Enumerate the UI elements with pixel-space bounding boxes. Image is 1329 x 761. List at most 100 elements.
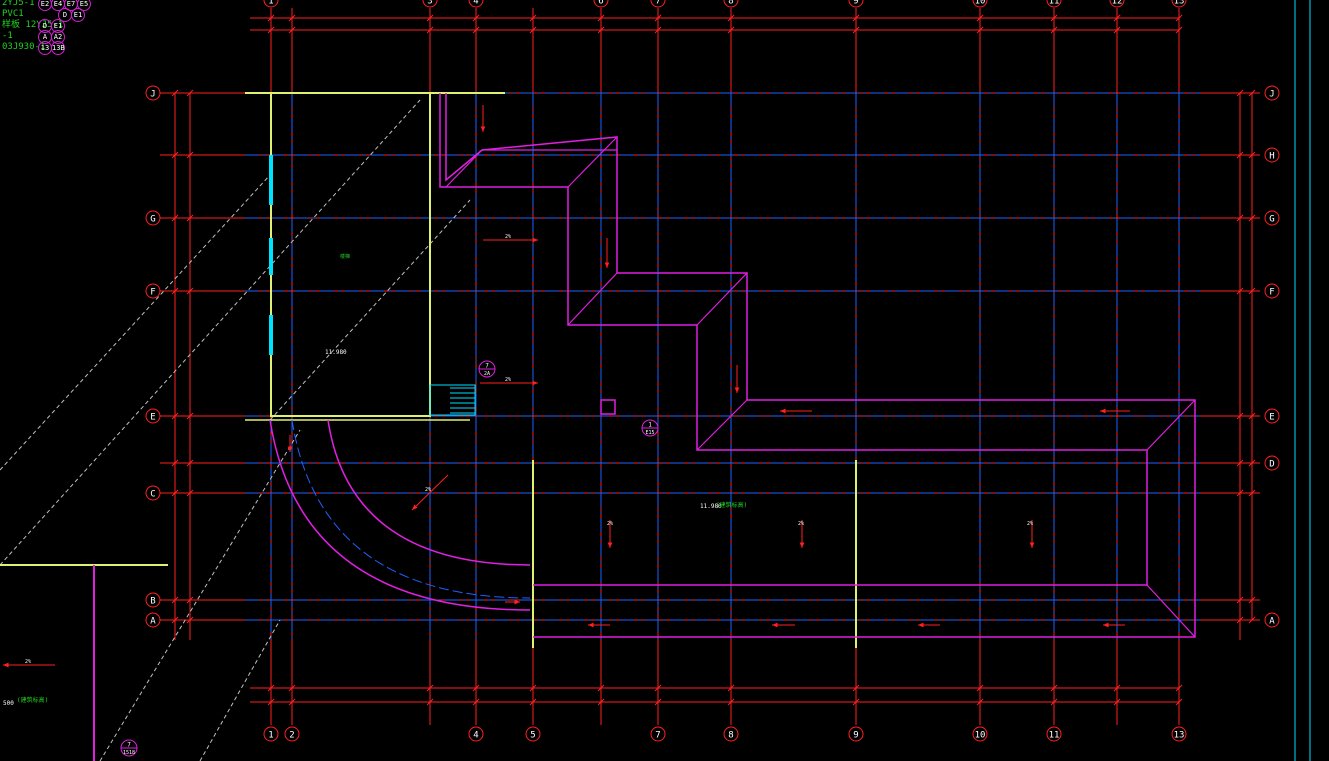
drain-arrow-head-6 bbox=[607, 542, 613, 548]
dim-tick bbox=[852, 698, 860, 706]
parapet-diag-6 bbox=[1146, 584, 1196, 638]
diag-line-3 bbox=[199, 619, 281, 761]
axis-bubble-label: 8 bbox=[728, 731, 733, 741]
axis-bubble-circle bbox=[723, 726, 739, 742]
dim-tick bbox=[976, 14, 984, 22]
axis-bubble-label: J bbox=[150, 90, 155, 100]
dim-tick bbox=[727, 26, 735, 34]
axis-bubble-bottom-9: 9 bbox=[848, 726, 864, 742]
dim-tick bbox=[852, 14, 860, 22]
axis-bubble-circle bbox=[650, 0, 666, 8]
dim-tick bbox=[597, 14, 605, 22]
axis-bubble-label: 10 bbox=[975, 0, 986, 7]
dim-tick bbox=[171, 287, 179, 295]
dim-tick bbox=[1050, 26, 1058, 34]
axis-bubble-circle bbox=[468, 0, 484, 8]
axis-bubble-circle bbox=[145, 612, 161, 628]
dim-tick bbox=[426, 14, 434, 22]
legend-note-3: -1 bbox=[2, 31, 13, 41]
diag-line-2 bbox=[99, 429, 301, 761]
axis-bubble-left-J: J bbox=[145, 85, 161, 101]
axis-bubble-circle bbox=[723, 0, 739, 8]
dim-tick bbox=[186, 89, 194, 97]
axis-bubble-right-G: G bbox=[1264, 210, 1280, 226]
axis-bubble-top-9: 9 bbox=[848, 0, 864, 8]
axis-bubble-top-11: 11 bbox=[1046, 0, 1062, 8]
dim-tick bbox=[288, 26, 296, 34]
drain-arrow-head-8 bbox=[1029, 542, 1035, 548]
slope-label-1: 2% bbox=[505, 377, 511, 383]
detail-bubble-bottom: 1518 bbox=[123, 750, 135, 756]
axis-bubble-circle bbox=[468, 726, 484, 742]
axis-bubble-circle bbox=[1264, 283, 1280, 299]
dim-tick bbox=[171, 89, 179, 97]
axis-bubble-label: 4 bbox=[473, 731, 478, 741]
axis-bubble-left-B: B bbox=[145, 592, 161, 608]
dim-tick bbox=[267, 26, 275, 34]
elevation-left: 11.980 bbox=[325, 349, 347, 356]
dim-tick bbox=[1113, 684, 1121, 692]
axis-bubble-right-F: F bbox=[1264, 283, 1280, 299]
dim-tick bbox=[1236, 489, 1244, 497]
dim-tick bbox=[1236, 616, 1244, 624]
slope-label-4: 2% bbox=[798, 521, 804, 527]
axis-bubble-circle bbox=[145, 283, 161, 299]
detail-tag-1: 72A bbox=[478, 360, 496, 378]
axis-bubble-top-4: 4 bbox=[468, 0, 484, 8]
slope-label-2: 2% bbox=[425, 487, 431, 493]
axis-bubble-circle bbox=[1046, 0, 1062, 8]
drain-arrow-head-1 bbox=[532, 237, 538, 243]
axis-bubble-right-J: J bbox=[1264, 85, 1280, 101]
dim-tick bbox=[529, 14, 537, 22]
dim-tick bbox=[727, 14, 735, 22]
annotations: 11.98011.980(建筑标高)楼梯2%2%2%2%2%2%2%72A1E1… bbox=[3, 105, 1130, 757]
legend-note-4: 03J930-1 bbox=[2, 42, 46, 52]
dim-tick bbox=[1175, 26, 1183, 34]
parapet-diag-0 bbox=[445, 149, 483, 188]
axis-bubble-label: F bbox=[1269, 288, 1274, 298]
curve-inner bbox=[327, 419, 531, 566]
dim-tick bbox=[654, 14, 662, 22]
drain-arrow-head-7 bbox=[799, 542, 805, 548]
axis-bubble-label: F bbox=[150, 288, 155, 298]
axis-bubble-circle bbox=[848, 726, 864, 742]
axis-bubble-circle bbox=[145, 210, 161, 226]
dim-tick bbox=[1236, 89, 1244, 97]
axis-bubble-label: 9 bbox=[853, 731, 858, 741]
legend-note-0: 2YJ5-1 bbox=[2, 0, 35, 8]
dim-tick bbox=[1248, 151, 1256, 159]
dim-tick bbox=[529, 26, 537, 34]
axis-bubble-bottom-10: 10 bbox=[972, 726, 988, 742]
slope-label-6: 2% bbox=[25, 659, 31, 665]
axis-bubble-label: 8 bbox=[728, 0, 733, 7]
axis-bubble-circle bbox=[972, 0, 988, 8]
drain-arrow-head-0 bbox=[480, 126, 486, 132]
dim-tick bbox=[288, 14, 296, 22]
dim-tick bbox=[1248, 596, 1256, 604]
dim-tick bbox=[597, 698, 605, 706]
dim-tick bbox=[1175, 698, 1183, 706]
axis-bubble-right-A: A bbox=[1264, 612, 1280, 628]
dim-tick bbox=[1236, 214, 1244, 222]
detail-bubble-top: 7 bbox=[127, 742, 131, 749]
detail-bubble-top: 7 bbox=[485, 363, 489, 370]
axis-bubble-circle bbox=[1264, 408, 1280, 424]
axis-bubble-circle bbox=[422, 0, 438, 8]
dim-tick bbox=[1236, 151, 1244, 159]
drain-arrow-12 bbox=[411, 474, 449, 511]
axis-bubble-top-10: 10 bbox=[972, 0, 988, 8]
axis-bubble-bottom-1: 1 bbox=[263, 726, 279, 742]
axis-bubble-label: 11 bbox=[1049, 0, 1060, 7]
drain-arrow-head-2 bbox=[604, 262, 610, 268]
dim-tick bbox=[1113, 26, 1121, 34]
axis-bubble-label: H bbox=[1269, 152, 1274, 162]
dim-tick bbox=[529, 698, 537, 706]
dim-tick bbox=[529, 684, 537, 692]
dim-tick bbox=[186, 616, 194, 624]
slope-label-0: 2% bbox=[505, 234, 511, 240]
detail-bubble-bottom: 2A bbox=[484, 371, 490, 377]
axis-bubble-bottom-5: 5 bbox=[525, 726, 541, 742]
axis-bubble-circle bbox=[972, 726, 988, 742]
